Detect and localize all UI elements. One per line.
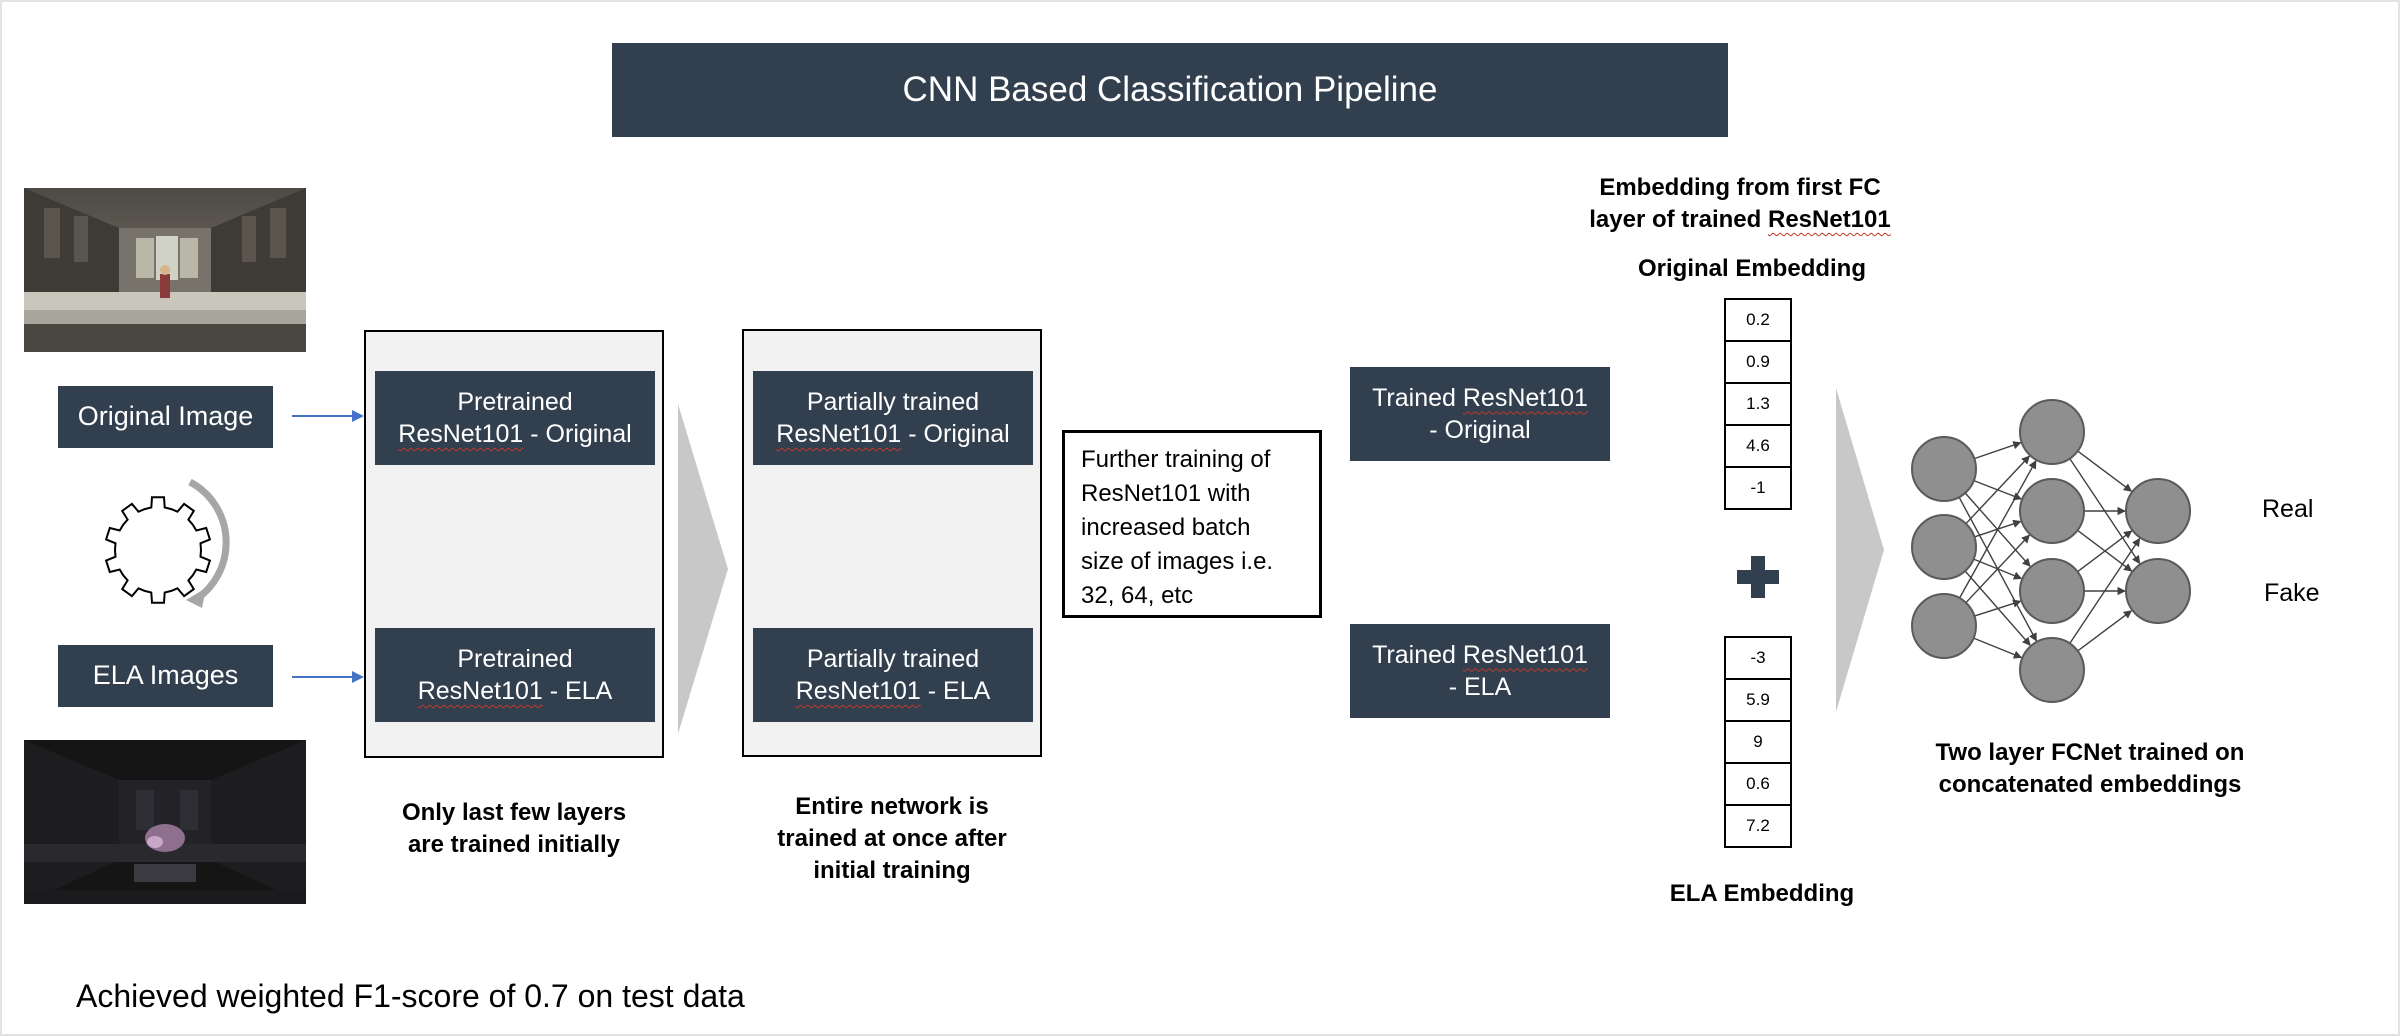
stage1-original-line1: Pretrained [457,387,573,416]
embedding-cell: 9 [1726,722,1790,764]
fcnet-caption-line: concatenated embeddings [1938,771,2242,798]
output-label-fake: Fake [2264,579,2320,607]
embedding-cell: -1 [1750,478,1766,497]
stage1-caption: Only last few layers are trained initial… [344,797,684,861]
chevron-arrow-icon [678,404,728,734]
embedding-heading-model: ResNet101 [1767,206,1891,233]
hidden-neuron [2019,558,2085,624]
stage1-ela-line1: Pretrained [457,644,573,673]
further-training-line: Further training of [1081,446,1271,473]
further-training-note: Further training of ResNet101 with incre… [1062,430,1322,618]
trained-ela-box: Trained ResNet101 - ELA [1350,624,1610,718]
stage2-original-line1: Partially trained [806,387,980,416]
embedding-cell: 1.3 [1726,384,1790,426]
stage2-ela-suffix: - ELA [920,677,991,705]
output-neuron [2125,558,2191,624]
hidden-neuron [2019,637,2085,703]
stage2-caption-line: Entire network is [795,793,989,820]
trained-original-line2: - Original [1429,416,1531,444]
stage1-original-model: ResNet101 [398,420,524,448]
further-training-line: increased batch [1081,514,1251,541]
stage2-ela-line1: Partially trained [806,644,980,673]
further-training-line: 32, 64, etc [1081,582,1194,609]
nn-connection [2069,537,2141,644]
input-neuron [1911,436,1977,502]
stage1-ela-model: ResNet101 [417,677,543,705]
hidden-neuron [2019,399,2085,465]
nn-connection [1958,460,2037,599]
output-label-real: Real [2262,495,2314,523]
embedding-cell: 5.9 [1726,680,1790,722]
stage1-caption-line: are trained initially [407,831,621,858]
ela-embedding-vector: -3 5.9 9 0.6 7.2 [1724,636,1792,848]
embedding-heading-line1: Embedding from first FC [1599,174,1881,201]
embedding-heading: Embedding from first FC layer of trained… [1560,172,1920,236]
nn-connection [1965,534,2030,604]
embedding-cell: -3 [1726,638,1790,680]
embedding-heading-line2: layer of trained [1589,206,1768,233]
nn-connection [2077,610,2133,652]
stage2-caption: Entire network is trained at once after … [722,791,1062,887]
input-neuron [1911,514,1977,580]
fcnet-caption: Two layer FCNet trained on concatenated … [1890,737,2290,801]
further-training-line: ResNet101 with [1081,480,1251,507]
plus-icon [1737,556,1779,598]
output-neuron [2125,478,2191,544]
stage2-original-suffix: - Original [901,420,1010,448]
ela-images-label: ELA Images [58,645,273,707]
nn-connection [1965,455,2030,525]
nn-connection [1974,441,2022,460]
original-image-thumbnail [24,188,306,352]
diagram-title: CNN Based Classification Pipeline [612,43,1728,137]
embedding-cell: 7.2 [1746,816,1770,835]
stage2-original-model: ResNet101 [776,420,902,448]
chevron-arrow-icon [1836,388,1884,712]
nn-connection [2077,530,2133,573]
original-embedding-label: Original Embedding [1637,255,1866,282]
fcnet-caption-line: Two layer FCNet trained on [1935,739,2245,766]
stage2-ela-model: ResNet101 [795,677,921,705]
further-training-line: size of images i.e. [1081,548,1274,575]
nn-connection [1973,637,2023,659]
ela-image-thumbnail [24,740,306,904]
embedding-cell: 0.6 [1726,764,1790,806]
ela-embedding-label: ELA Embedding [1669,880,1855,907]
trained-original-prefix: Trained [1372,383,1463,412]
stage2-caption-line: initial training [813,857,971,884]
original-embedding-vector: 0.2 0.9 1.3 4.6 -1 [1724,298,1792,510]
trained-original-model: ResNet101 [1462,383,1588,412]
original-image-label: Original Image [58,386,273,448]
embedding-cell: 4.6 [1726,426,1790,468]
embedding-cell: 0.9 [1726,342,1790,384]
nn-connection [1974,599,2022,617]
fcnet-diagram [1911,399,2191,703]
stage1-original-suffix: - Original [523,420,632,448]
ela-conversion-gear-icon [78,470,238,620]
nn-connection [2077,450,2133,492]
trained-ela-prefix: Trained [1372,640,1463,669]
input-neuron [1911,593,1977,659]
input-arrows [292,410,364,683]
embedding-cell: 0.2 [1726,300,1790,342]
trained-original-box: Trained ResNet101 - Original [1350,367,1610,461]
result-footer: Achieved weighted F1-score of 0.7 on tes… [76,978,745,1014]
stage2-caption-line: trained at once after [777,825,1007,852]
trained-ela-model: ResNet101 [1462,640,1588,669]
trained-ela-line2: - ELA [1448,673,1512,701]
hidden-neuron [2019,478,2085,544]
stage1-ela-suffix: - ELA [542,677,613,705]
stage1-caption-line: Only last few layers [401,799,627,826]
